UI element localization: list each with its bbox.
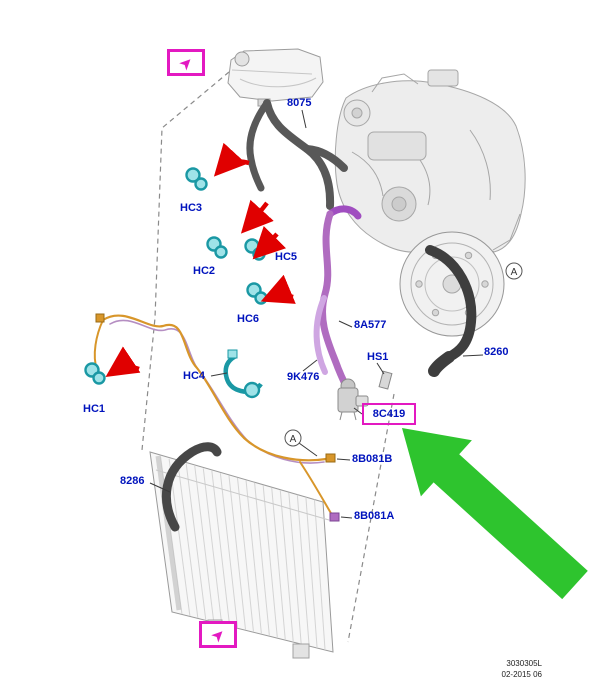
clip-hc1 — [84, 362, 106, 385]
diagram-date: 02-2015 06 — [501, 670, 542, 679]
dashed-boundary-left — [141, 71, 230, 451]
part-label-9k476[interactable]: 9K476 — [287, 371, 320, 383]
part-label-hc1[interactable]: HC1 — [83, 403, 106, 415]
hose-8a577 — [318, 210, 351, 392]
callout-a-engine: A — [505, 262, 523, 280]
clip-hc6 — [246, 282, 268, 305]
part-label-hc6[interactable]: HC6 — [237, 313, 260, 325]
diagram-link-bottom[interactable]: ➤ — [199, 621, 237, 648]
connector-8b081a — [329, 512, 340, 522]
part-label-hc4[interactable]: HC4 — [183, 370, 206, 382]
part-label-hc5[interactable]: HC5 — [275, 251, 298, 263]
bracket-hs1 — [378, 370, 393, 390]
leader-lines — [149, 109, 484, 519]
part-label-hc3[interactable]: HC3 — [180, 202, 203, 214]
red-arrow-hc3 — [213, 142, 250, 177]
coolant-hoses — [161, 99, 477, 532]
svg-text:A: A — [290, 434, 297, 445]
part-label-8b081a[interactable]: 8B081A — [354, 510, 395, 522]
callout-a-harness: A — [284, 429, 302, 447]
clip-hc3 — [185, 167, 208, 191]
engine-illustration — [334, 69, 526, 337]
red-arrow-hc1 — [105, 346, 141, 377]
radiator — [149, 451, 334, 659]
hose-connector-purple — [326, 205, 362, 220]
red-arrow-hc6 — [260, 274, 296, 304]
dashed-boundary-right — [347, 393, 395, 643]
part-label-hc2[interactable]: HC2 — [193, 265, 216, 277]
diagram-link-arrow-icon: ➤ — [208, 624, 228, 645]
hose-8260 — [425, 245, 477, 362]
wiring-harness — [93, 313, 340, 522]
clip-hc2 — [206, 236, 228, 259]
hose-8286 — [161, 442, 222, 532]
radiator-fins — [160, 456, 326, 651]
hose-9k476 — [313, 295, 328, 375]
diagram-link-top[interactable]: ➤ — [167, 49, 205, 76]
diagram-link-arrow-icon: ➤ — [176, 52, 196, 73]
svg-text:A: A — [511, 267, 518, 278]
expansion-tank — [227, 48, 324, 107]
highlight-box-8c419[interactable]: 8C419 — [362, 403, 416, 425]
radiator-foot — [292, 643, 310, 659]
red-arrow-hc5 — [252, 225, 287, 260]
part-label-hs1[interactable]: HS1 — [367, 351, 389, 363]
part-label-8a577[interactable]: 8A577 — [354, 319, 387, 331]
bracket-hc4 — [223, 349, 263, 399]
hose-8075-engine — [303, 145, 348, 172]
connector-8b081b — [325, 453, 336, 463]
part-label-8286[interactable]: 8286 — [120, 475, 145, 487]
part-label-8b081b[interactable]: 8B081B — [352, 453, 393, 465]
diagram-id: 3030305L — [506, 659, 542, 668]
green-highlight-arrow — [402, 428, 588, 600]
part-label-8c419[interactable]: 8C419 — [372, 408, 406, 420]
hose-8260-elbow — [428, 351, 455, 377]
hose-8075-branch — [246, 99, 271, 192]
red-arrow-hc2 — [240, 199, 274, 234]
red-direction-arrows — [105, 142, 296, 377]
harness-connector — [95, 313, 105, 323]
part-label-8260[interactable]: 8260 — [484, 346, 509, 358]
diagram-footer: 3030305L 02-2015 06 — [458, 658, 542, 680]
part-label-8075[interactable]: 8075 — [287, 97, 312, 109]
